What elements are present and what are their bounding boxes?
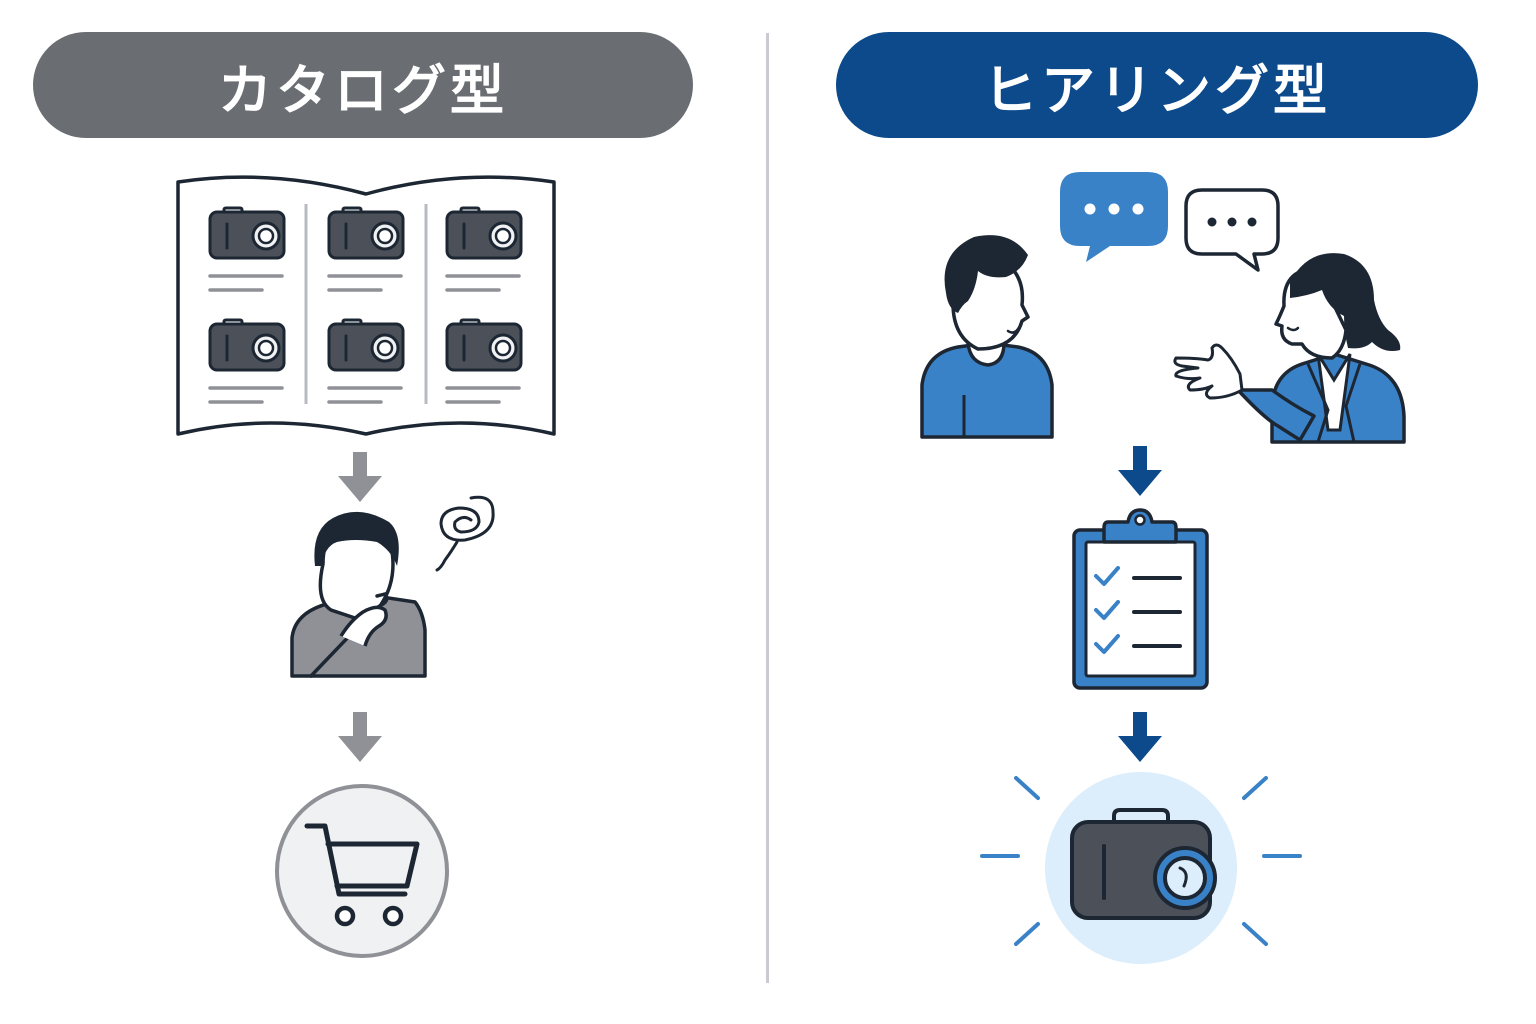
catalog-panel — [176, 175, 556, 958]
catalog-type-title-text: カタログ型 — [218, 58, 508, 122]
catalog-projector-item — [208, 318, 286, 404]
catalog-book-icon — [176, 175, 556, 436]
center-divider — [766, 33, 769, 983]
checklist-clipboard-icon — [1072, 508, 1209, 690]
confused-person-icon — [290, 495, 495, 678]
down-arrow-icon — [338, 712, 382, 762]
catalog-projector-item — [327, 318, 405, 404]
down-arrow-icon — [1118, 712, 1162, 762]
catalog-type-title: カタログ型 — [33, 32, 693, 138]
consultant-icon — [1173, 253, 1406, 444]
down-arrow-icon — [338, 452, 382, 502]
catalog-projector-item — [327, 206, 405, 292]
speech-bubble-icon — [1060, 172, 1168, 262]
projector-icon — [980, 772, 1302, 964]
speech-bubble-icon — [1184, 188, 1280, 272]
hearing-type-title: ヒアリング型 — [836, 32, 1478, 138]
hearing-type-title-text: ヒアリング型 — [983, 58, 1331, 122]
catalog-projector-item — [445, 318, 523, 404]
catalog-projector-item — [445, 206, 523, 292]
down-arrow-icon — [1118, 446, 1162, 496]
customer-icon — [920, 235, 1054, 439]
hearing-panel — [768, 0, 1536, 1024]
catalog-projector-item — [208, 206, 286, 292]
shopping-cart-icon — [275, 784, 449, 958]
